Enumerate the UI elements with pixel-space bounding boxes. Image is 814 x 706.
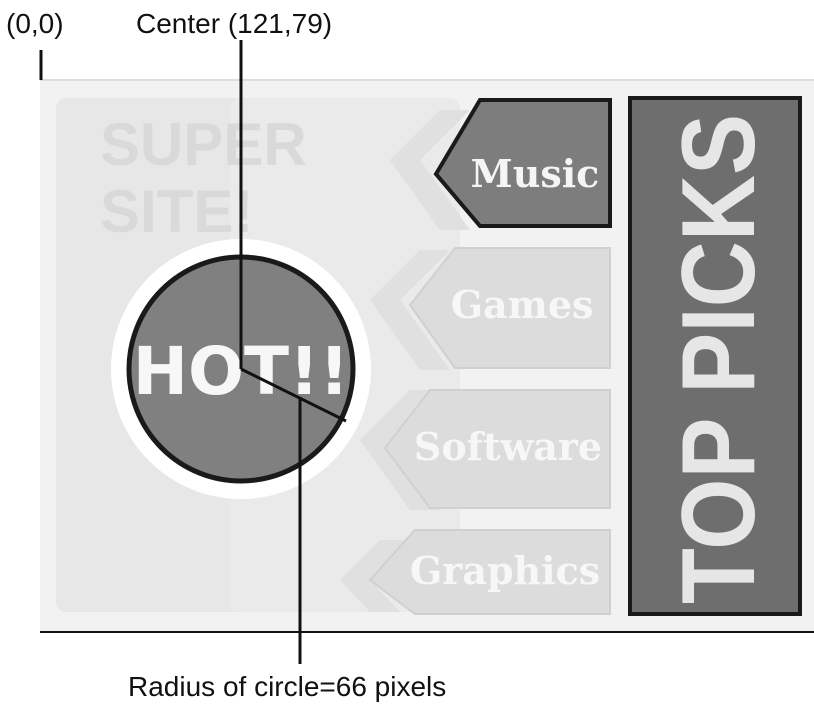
nav-games[interactable]: Games: [408, 247, 611, 369]
nav-software[interactable]: Software: [383, 389, 611, 509]
top-picks-banner[interactable]: TOP PICKS: [628, 96, 802, 616]
top-picks-text[interactable]: TOP PICKS: [661, 114, 777, 604]
top-picks-box[interactable]: [628, 96, 802, 616]
nav-software-label[interactable]: Software: [414, 424, 602, 469]
banner-image: SUPER SITE! Music Games Software Graphic…: [40, 79, 814, 633]
nav-music-label[interactable]: Music: [471, 151, 600, 196]
center-label: Center (121,79): [136, 8, 333, 39]
radius-line: [240, 367, 347, 423]
chevron-shape: [390, 110, 470, 230]
nav-graphics-label[interactable]: Graphics: [410, 548, 600, 593]
nav-graphics[interactable]: Graphics: [368, 529, 611, 615]
nav-games-shape[interactable]: [408, 247, 611, 369]
chevron-column: [340, 110, 470, 612]
origin-label: (0,0): [6, 8, 64, 39]
nav-music-shape[interactable]: [433, 98, 612, 228]
nav-games-label[interactable]: Games: [451, 282, 594, 327]
logo-text-line2: SITE!: [100, 178, 253, 245]
nav-music[interactable]: Music: [433, 98, 612, 228]
radius-label: Radius of circle=66 pixels: [128, 671, 447, 702]
logo-text-line1: SUPER: [100, 111, 307, 178]
nav-graphics-shape[interactable]: [368, 529, 611, 615]
nav-software-shape[interactable]: [383, 389, 611, 509]
annotation-lines: [39, 40, 347, 664]
chevron-shape: [340, 540, 410, 612]
chevron-shape: [360, 390, 440, 510]
chevron-shape: [370, 250, 450, 370]
